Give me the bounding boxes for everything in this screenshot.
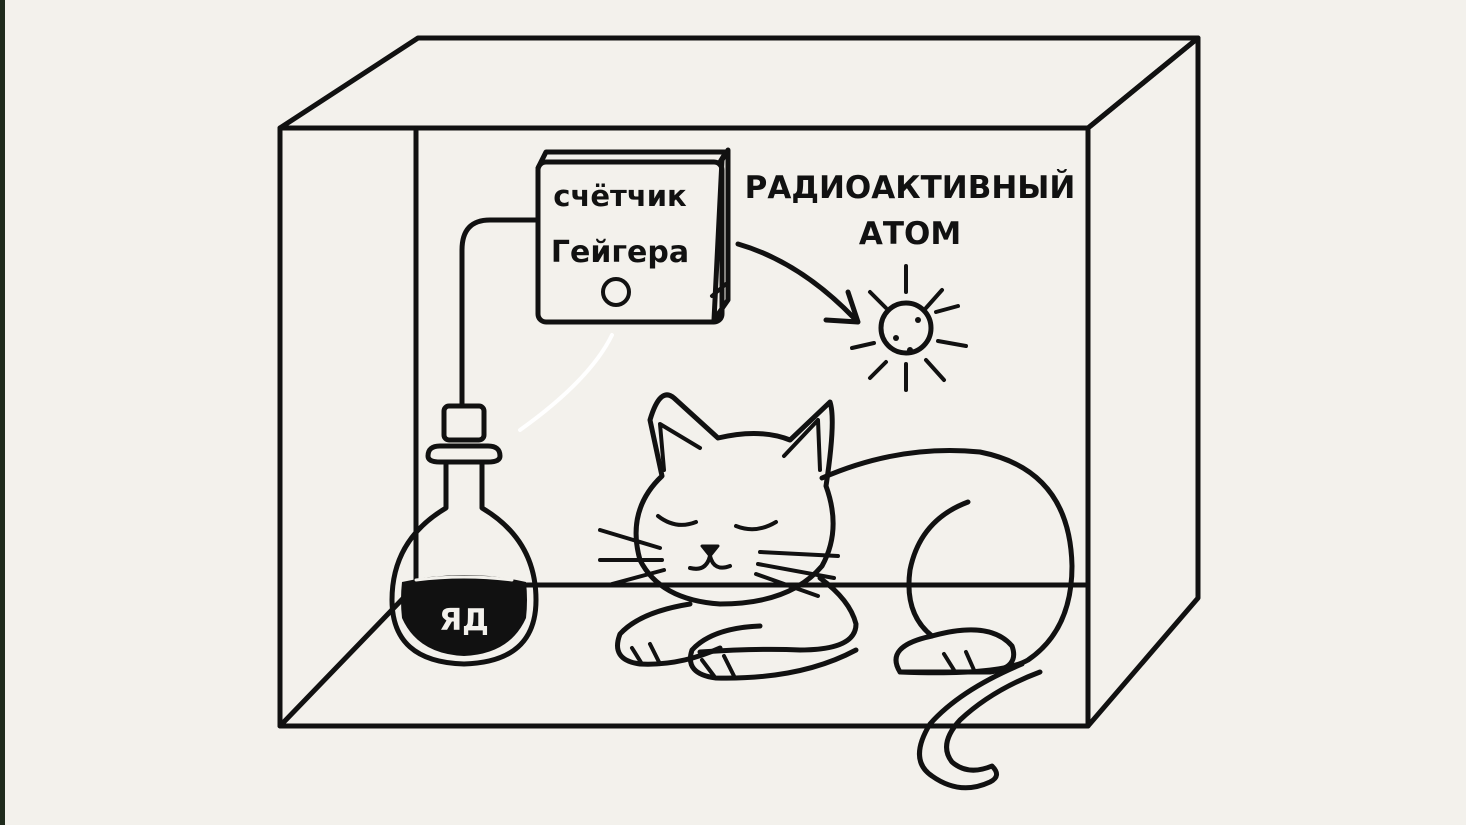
geiger-counter: счётчик Гейгера xyxy=(518,147,731,432)
cat-back-paw xyxy=(893,627,1017,675)
cat-mouth xyxy=(688,554,732,571)
poison-label: ЯД xyxy=(439,603,489,638)
radioactive-atom-icon: РАДИОАКТИВНЫЙ АТОМ xyxy=(745,170,1076,392)
arrow-to-atom xyxy=(735,241,861,325)
box-right-side xyxy=(1085,35,1201,729)
geiger-counter-body xyxy=(535,159,725,325)
atom-label-line2: АТОМ xyxy=(859,216,961,252)
geiger-counter-side-ridge xyxy=(710,282,728,298)
left-edge-strip xyxy=(0,0,5,825)
cat-eye-left xyxy=(656,514,698,527)
cat-head xyxy=(633,392,836,607)
arrow-to-atom-shaft xyxy=(735,241,857,321)
flask-cork xyxy=(441,403,487,443)
flask-body xyxy=(389,459,539,667)
cat-tail xyxy=(917,661,1043,791)
cat-front-paw-right xyxy=(688,623,859,681)
box-top xyxy=(277,35,1201,131)
atom-core xyxy=(878,300,934,356)
cat-chest xyxy=(697,575,859,655)
sleeping-cat xyxy=(598,392,1075,791)
cat-inner-ear-right xyxy=(782,418,822,472)
box-floor-left-edge xyxy=(277,582,419,729)
flask-liquid-surface xyxy=(414,575,514,582)
geiger-label-line1: счётчик xyxy=(553,179,687,213)
geiger-label-line2: Гейгера xyxy=(551,235,689,270)
cat-inner-ear-left xyxy=(658,422,702,472)
atom-rays xyxy=(850,264,968,392)
cat-body xyxy=(819,448,1075,676)
cat-haunch xyxy=(906,499,971,639)
cat-whiskers xyxy=(598,528,840,598)
faint-pointer-arrow xyxy=(518,333,614,432)
atom-label-line1: РАДИОАКТИВНЫЙ xyxy=(745,170,1076,206)
cat-nose xyxy=(700,544,720,558)
cat-front-paw-left xyxy=(615,601,723,667)
poison-flask: ЯД xyxy=(389,403,539,667)
atom-dot xyxy=(893,335,899,341)
geiger-counter-indicator-icon xyxy=(601,277,631,307)
flask-lip xyxy=(425,443,503,465)
arrow-to-atom-head xyxy=(823,289,861,325)
cat-eye-right xyxy=(734,520,778,532)
atom-dot xyxy=(907,347,913,353)
atom-dot xyxy=(915,317,921,323)
flask-liquid xyxy=(401,575,527,656)
wire-to-flask xyxy=(459,217,541,407)
geiger-counter-top xyxy=(535,149,729,171)
